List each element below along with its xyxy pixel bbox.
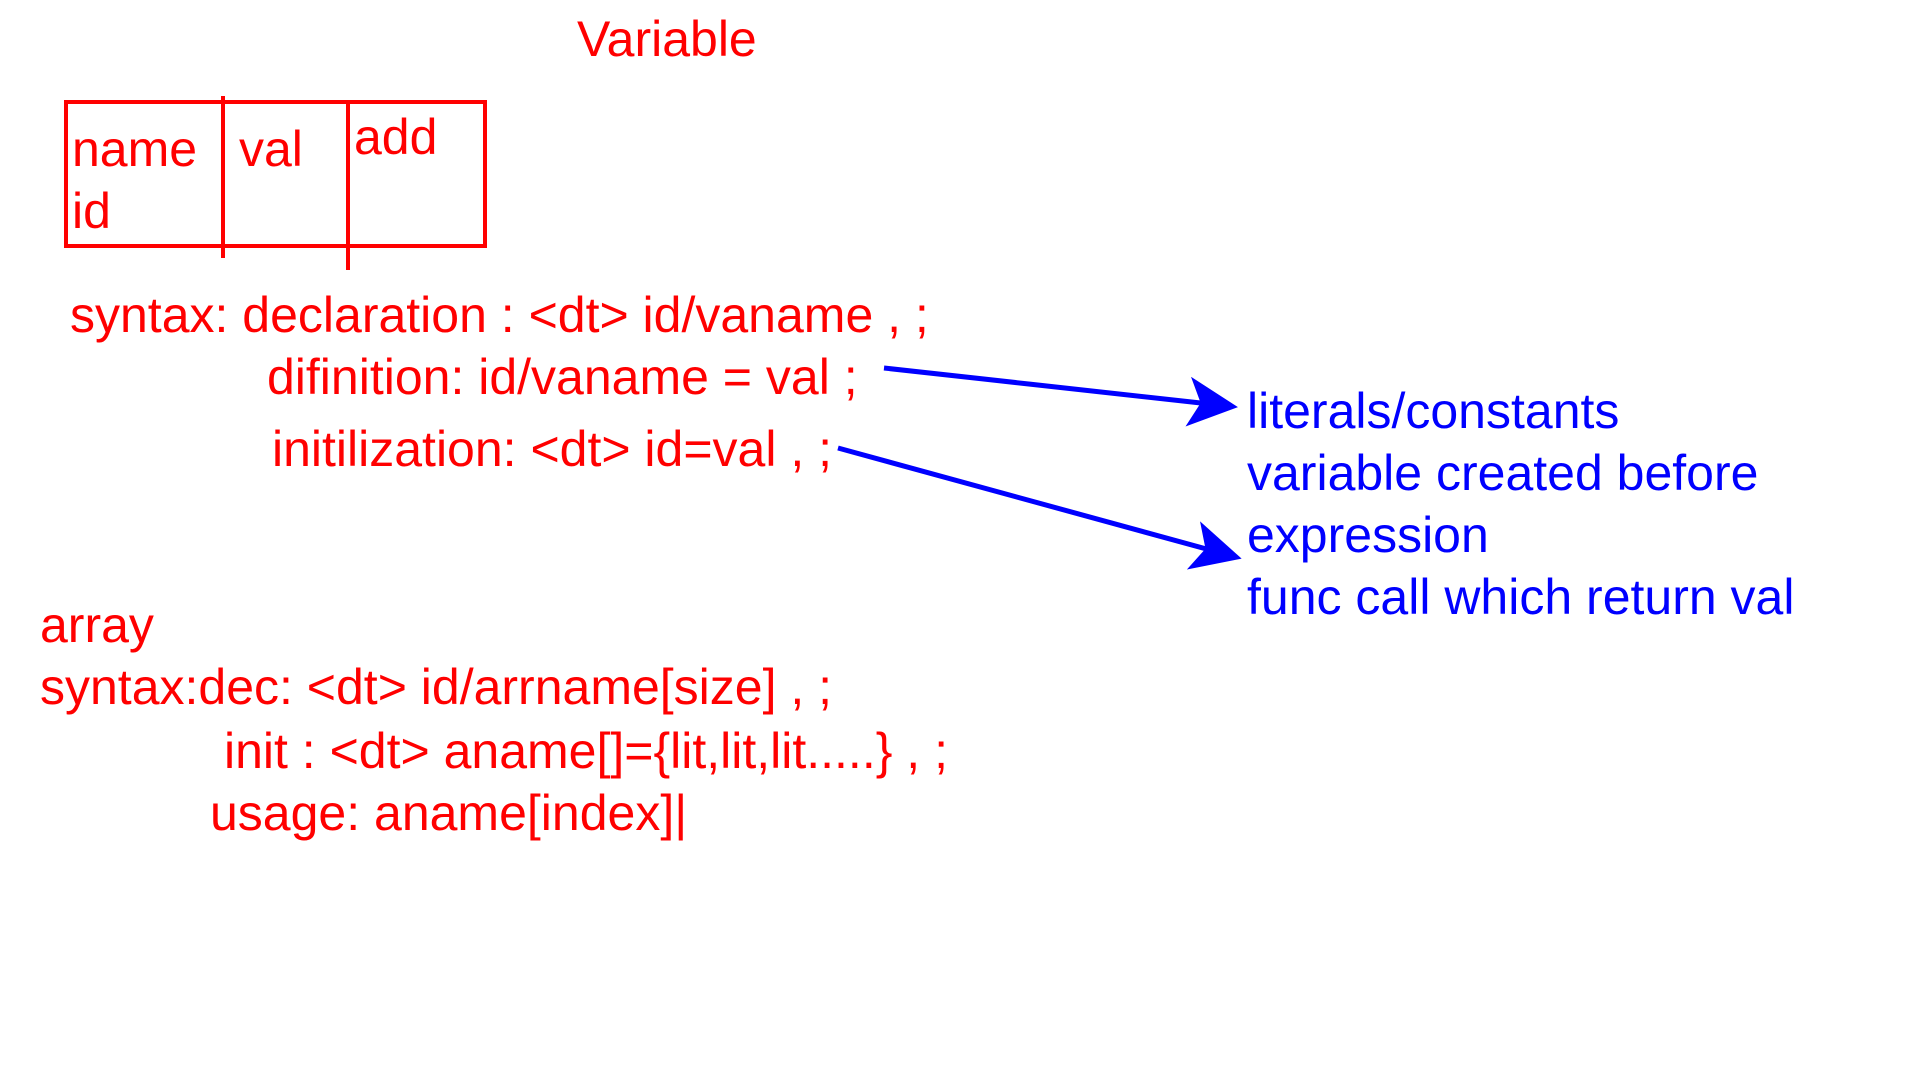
- box-divider-1: [221, 96, 225, 258]
- arrow-initialization-to-notes: [837, 445, 1242, 570]
- box-divider-2: [346, 100, 350, 270]
- box-cell-add: add: [354, 109, 438, 165]
- note-expression: expression: [1247, 507, 1489, 563]
- syntax-initialization: initilization: <dt> id=val , ;: [272, 421, 833, 477]
- syntax-declaration: syntax: declaration : <dt> id/vaname , ;: [70, 287, 929, 343]
- note-literals: literals/constants: [1247, 383, 1620, 439]
- array-declaration: syntax:dec: <dt> id/arrname[size] , ;: [40, 659, 833, 715]
- box-cell-val: val: [239, 121, 303, 177]
- array-usage: usage: aname[index]|: [210, 785, 688, 841]
- box-cell-name: name: [72, 121, 198, 177]
- arrow-definition-to-notes: [883, 365, 1238, 427]
- box-cell-id: id: [72, 183, 111, 239]
- syntax-definition: difinition: id/vaname = val ;: [267, 349, 858, 405]
- note-func-call: func call which return val: [1247, 569, 1795, 625]
- variable-memory-box: [64, 100, 487, 248]
- diagram-title: Variable: [577, 11, 757, 67]
- array-init: init : <dt> aname[]={lit,lit,lit.....} ,…: [224, 723, 948, 779]
- note-variable: variable created before: [1247, 445, 1759, 501]
- array-heading: array: [40, 597, 154, 653]
